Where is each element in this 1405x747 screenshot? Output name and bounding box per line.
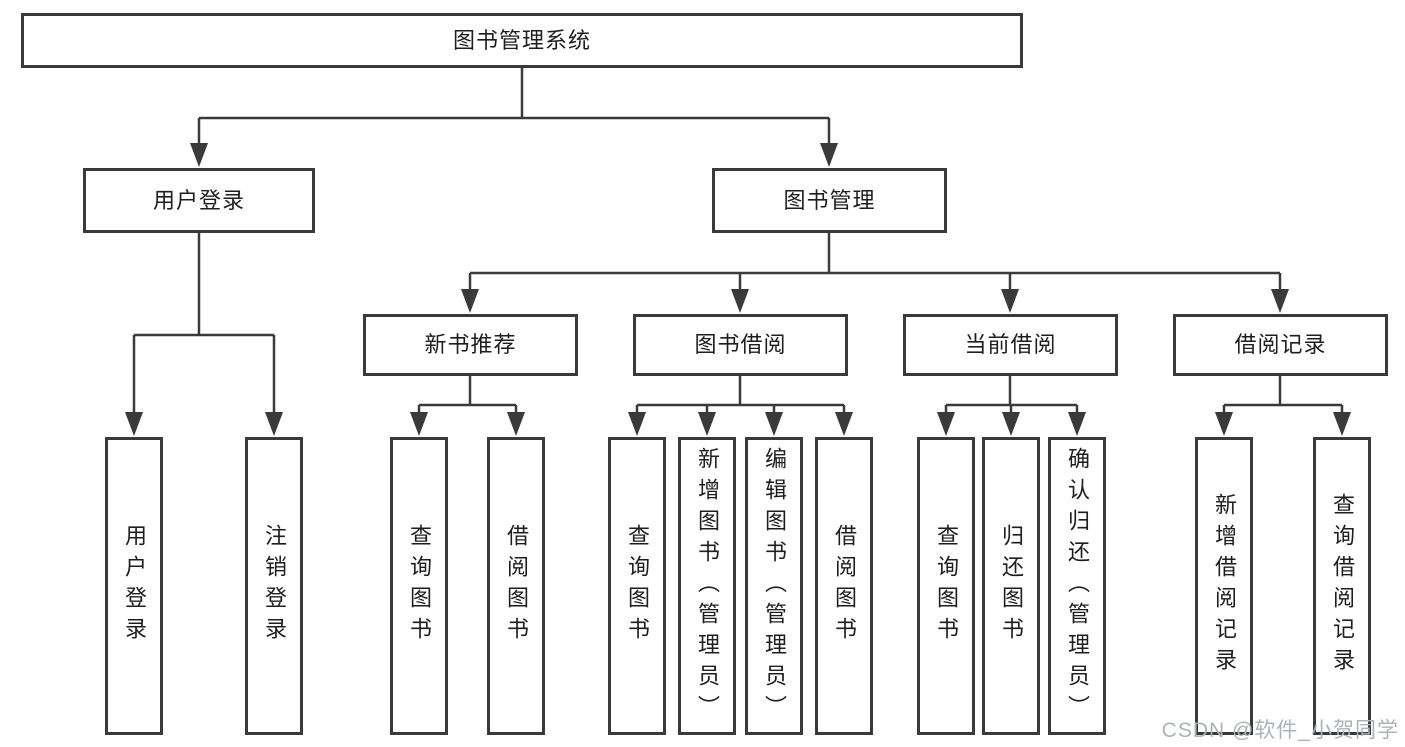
leaf-borrow-query-books: 查询图书 — [608, 437, 666, 735]
node-borrow-records-label: 借阅记录 — [1234, 332, 1327, 357]
leaf-current-return-books: 归还图书 — [982, 437, 1040, 735]
leaf-logout: 注销登录 — [245, 437, 303, 735]
node-user-login: 用户登录 — [83, 168, 315, 233]
node-user-login-label: 用户登录 — [152, 187, 245, 213]
leaf-records-add-record: 新增借阅记录 — [1195, 437, 1253, 735]
node-new-book-recommend-label: 新书推荐 — [424, 332, 517, 357]
leaf-records-query-record: 查询借阅记录 — [1313, 437, 1371, 735]
leaf-borrow-edit-books-admin: 编辑图书（管理员） — [745, 437, 803, 735]
leaf-recommend-query-books-label: 查询图书 — [407, 524, 432, 648]
node-root-system-label: 图书管理系统 — [452, 27, 591, 53]
node-book-borrow-label: 图书借阅 — [694, 332, 787, 357]
node-book-management: 图书管理 — [712, 168, 947, 233]
leaf-logout-label: 注销登录 — [262, 524, 287, 648]
leaf-borrow-borrow-books: 借阅图书 — [815, 437, 873, 735]
leaf-borrow-borrow-books-label: 借阅图书 — [832, 524, 857, 648]
leaf-user-login-label: 用户登录 — [122, 524, 147, 648]
leaf-borrow-add-books-admin-label: 新增图书（管理员） — [695, 446, 720, 726]
leaf-borrow-query-books-label: 查询图书 — [625, 524, 650, 648]
leaf-current-query-books-label: 查询图书 — [934, 524, 959, 648]
leaf-records-add-record-label: 新增借阅记录 — [1212, 493, 1237, 679]
leaf-current-confirm-return-admin: 确认归还（管理员） — [1048, 437, 1106, 735]
node-book-borrow: 图书借阅 — [633, 314, 848, 376]
leaf-user-login: 用户登录 — [105, 437, 163, 735]
node-current-borrow-label: 当前借阅 — [964, 332, 1057, 357]
leaf-recommend-borrow-books: 借阅图书 — [487, 437, 545, 735]
leaf-recommend-borrow-books-label: 借阅图书 — [504, 524, 529, 648]
node-borrow-records: 借阅记录 — [1173, 314, 1388, 376]
leaf-current-query-books: 查询图书 — [917, 437, 975, 735]
leaf-records-query-record-label: 查询借阅记录 — [1330, 493, 1355, 679]
leaf-current-return-books-label: 归还图书 — [999, 524, 1024, 648]
leaf-borrow-add-books-admin: 新增图书（管理员） — [678, 437, 736, 735]
leaf-current-confirm-return-admin-label: 确认归还（管理员） — [1065, 446, 1090, 726]
node-root-system: 图书管理系统 — [21, 13, 1023, 68]
node-book-management-label: 图书管理 — [783, 187, 876, 213]
csdn-watermark: CSDN @软件_小贺同学 — [1161, 719, 1399, 742]
leaf-borrow-edit-books-admin-label: 编辑图书（管理员） — [762, 446, 787, 726]
node-new-book-recommend: 新书推荐 — [363, 314, 578, 376]
node-current-borrow: 当前借阅 — [903, 314, 1118, 376]
leaf-recommend-query-books: 查询图书 — [390, 437, 448, 735]
